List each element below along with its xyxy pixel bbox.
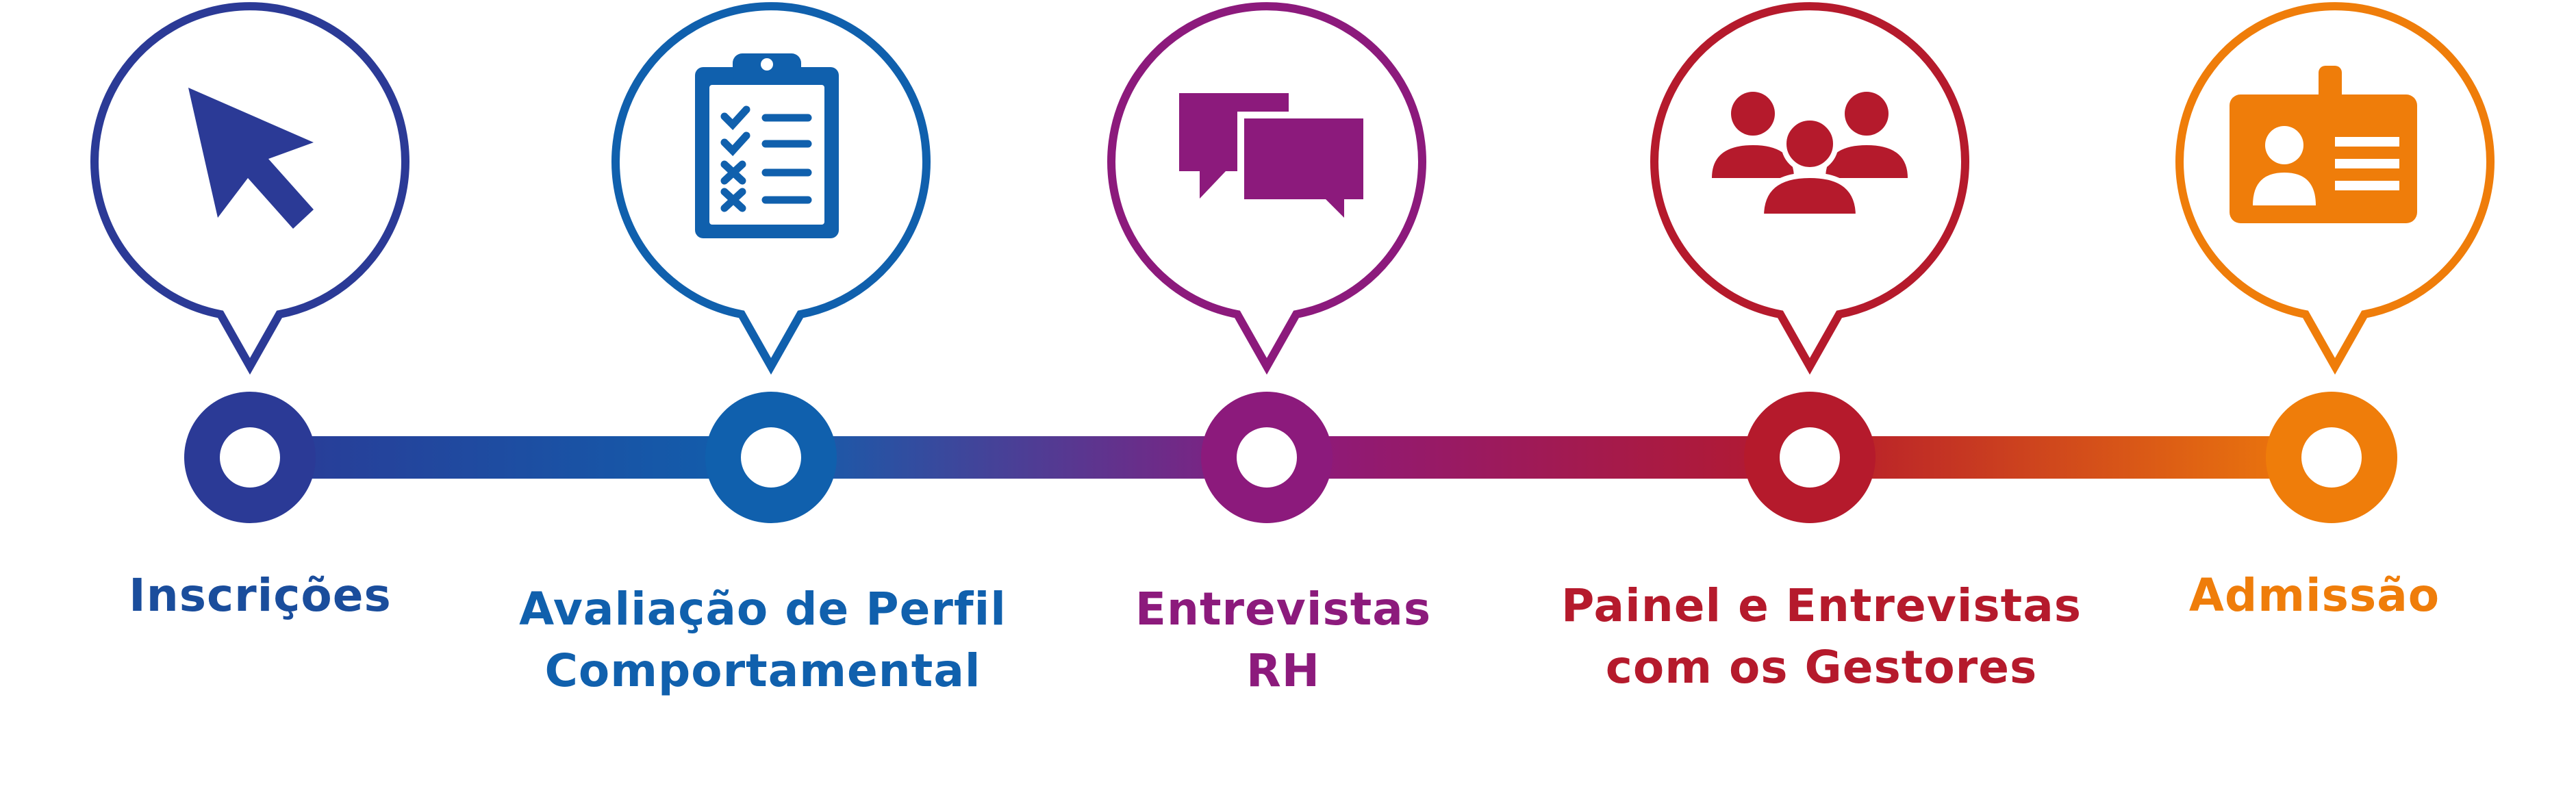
label-line: Inscrições [129,569,392,622]
label-line: Admissão [2188,569,2440,622]
pin-bubble [90,2,409,375]
step-label-admissao: Admissão [2006,565,2576,627]
step-painel [1650,2,1969,523]
timeline-node-center [220,427,280,488]
label-line: com os Gestores [1605,641,2038,694]
step-label-inscricoes: Inscrições [0,565,568,627]
step-entrevistas-rh [1107,2,1426,523]
step-avaliacao [611,2,931,523]
timeline-node-center [1780,427,1840,488]
step-label-avaliacao: Avaliação de Perfil Comportamental [455,579,1071,702]
label-line: Comportamental [544,644,981,697]
label-line: Avaliação de Perfil [519,583,1007,635]
cursor-icon [188,88,314,229]
timeline-node-center [741,427,801,488]
id-badge-icon [2230,66,2417,223]
chat-bubbles-icon [1179,93,1370,235]
step-label-entrevistas-rh: Entrevistas RH [975,579,1591,702]
label-line: Painel e Entrevistas [1561,579,2082,632]
label-line: Entrevistas [1135,583,1432,635]
group-icon [1712,92,1908,219]
step-admissao [2175,2,2495,523]
label-line: RH [1246,644,1321,697]
timeline-node-center [2301,427,2362,488]
step-label-painel: Painel e Entrevistas com os Gestores [1513,575,2130,698]
clipboard-checklist-icon [695,53,839,238]
timeline-node-center [1237,427,1297,488]
step-inscricoes [90,2,409,523]
